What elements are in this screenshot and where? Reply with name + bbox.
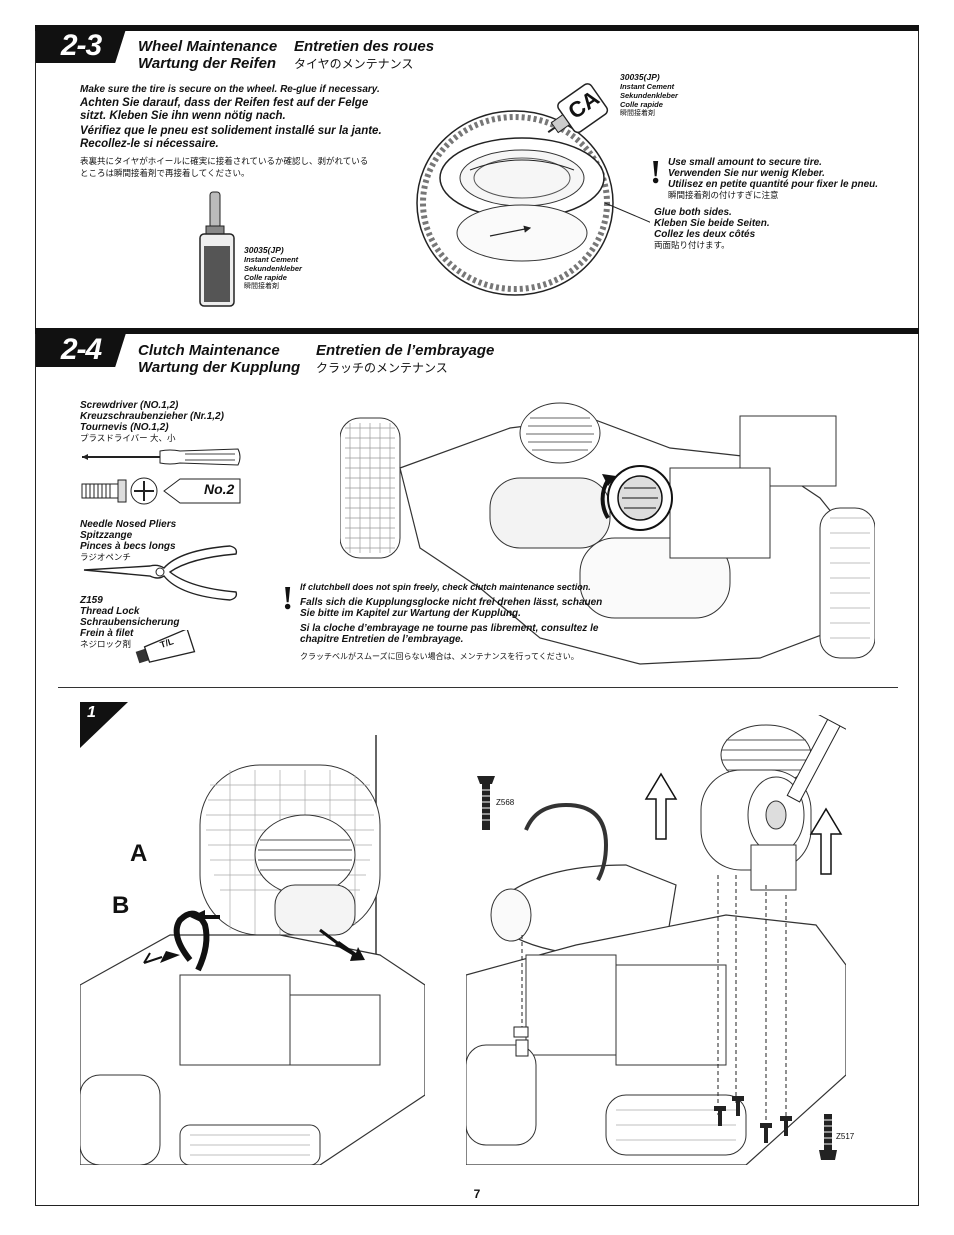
section-2-4-title-en: Clutch Maintenance (138, 342, 280, 359)
clutch-warning-text: If clutchbell does not spin freely, chec… (300, 582, 603, 661)
screwdriver-tip-label: No.2 (204, 481, 235, 497)
glue-bottle-icon (199, 191, 235, 307)
section-2-3-badge: 2-3 (36, 29, 126, 63)
wheel-note-de-2: sitzt. Kleben Sie ihn wenn nötig nach. (80, 110, 286, 122)
section-2-4-topbar (35, 328, 919, 334)
glue-part-label: 30035(JP) Instant Cement Sekundenkleber … (244, 245, 302, 291)
glue-both-sides-note: Glue both sides. Kleben Sie beide Seiten… (654, 207, 770, 250)
section-2-3-topbar (35, 25, 919, 31)
clutch-engine-illustration (340, 402, 875, 665)
section-divider (58, 687, 898, 688)
wheel-note-fr-1: Vérifiez que le pneu est solidement inst… (80, 125, 382, 137)
section-2-4-title-jp: クラッチのメンテナンス (316, 361, 448, 375)
ca-part-label: 30035(JP) Instant Cement Sekundenkleber … (620, 72, 678, 118)
wheel-note-fr-2: Recollez-le si nécessaire. (80, 138, 219, 150)
wheel-note-en: Make sure the tire is secure on the whee… (80, 84, 380, 95)
step-1-engine-removal-illustration (466, 715, 846, 1165)
section-2-3-title-jp: タイヤのメンテナンス (294, 57, 414, 71)
section-2-3-title-de: Wartung der Reifen (138, 55, 277, 72)
label-b: B (112, 892, 130, 919)
step-1-number: 1 (87, 704, 96, 721)
tool-pliers-label: Needle Nosed Pliers Spitzzange Pinces à … (80, 519, 177, 562)
section-2-3-title-en: Wheel Maintenance (138, 38, 278, 55)
tool-screwdriver-label: Screwdriver (NO.1,2) Kreuzschraubenziehe… (80, 400, 224, 443)
step-1-badge (80, 702, 128, 748)
screw-z517-icon (819, 1114, 837, 1160)
section-2-3-title-fr: Entretien des roues (294, 38, 435, 55)
clutch-warning-icon: ! (282, 580, 294, 617)
tire-illustration (416, 110, 650, 296)
ca-bottle-icon (547, 83, 609, 134)
label-a: A (130, 840, 148, 867)
tool-threadlock-label: Z159 Thread Lock Schraubensicherung Frei… (80, 595, 180, 649)
screwdriver-icon (82, 448, 241, 466)
wheel-note-jp-1: 表裏共にタイヤがホイールに確実に接着されているか確認し、剥がれている (80, 156, 369, 166)
section-2-4-title-de: Wartung der Kupplung (138, 359, 301, 376)
wheel-note: Make sure the tire is secure on the whee… (80, 84, 420, 179)
screw-z568-icon (477, 776, 495, 830)
part-z568-label: Z568 (496, 798, 515, 807)
tire-glue-warning: Use small amount to secure tire. Verwend… (668, 157, 879, 200)
section-2-4-badge: 2-4 (36, 333, 126, 367)
part-z517-label: Z517 (836, 1132, 855, 1141)
page-number: 7 (473, 1187, 481, 1201)
step-1-chassis-left-illustration (80, 735, 425, 1165)
section-2-4-title-fr: Entretien de l’embrayage (316, 342, 495, 359)
pliers-icon (83, 545, 238, 601)
threadlock-tube-icon (135, 630, 196, 664)
wheel-note-jp-2: ところは瞬間接着剤で再接着してください。 (80, 168, 250, 178)
screwdriver-tip-icon (81, 477, 241, 505)
wheel-note-de-1: Achten Sie darauf, dass der Reifen fest … (80, 97, 369, 109)
warning-icon: ! (650, 154, 662, 191)
